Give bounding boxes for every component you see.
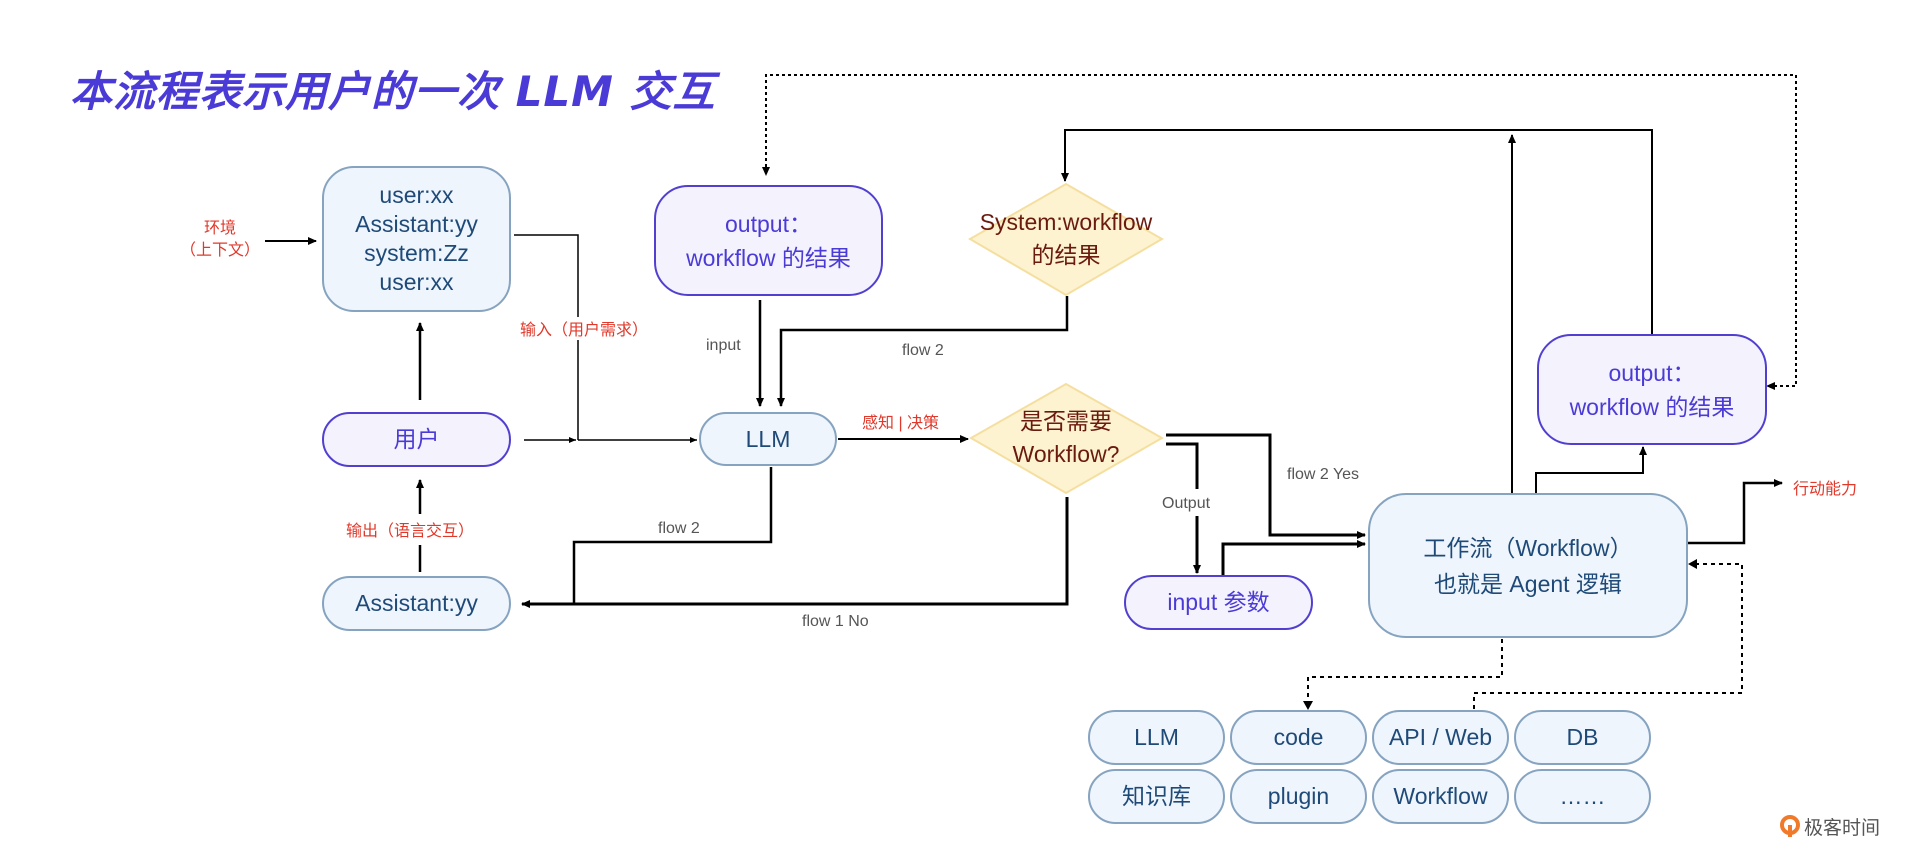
input-params-label: input 参数: [1167, 589, 1270, 615]
geektime-q-logo-icon: [1780, 814, 1800, 837]
decision-to-workflow-arrow: [1166, 433, 1366, 539]
user-node[interactable]: 用户: [322, 412, 511, 467]
tool-label: code: [1273, 724, 1324, 750]
output-right-line: output：: [1608, 359, 1696, 386]
geektime-logo: 极客时间: [1780, 813, 1880, 840]
decision-line: Workflow?: [1012, 441, 1120, 467]
output-left-line: workflow 的结果: [686, 244, 851, 271]
environment-label: 环境 （上下文）: [180, 218, 260, 262]
context-node[interactable]: user:xx Assistant:yy system:Zz user:xx: [322, 166, 511, 312]
dotted-output-left-arrowhead: [762, 167, 770, 176]
system-result-text: System:workflow 的结果: [966, 206, 1166, 272]
environment-label-line2: （上下文）: [180, 242, 261, 259]
tool-label: DB: [1566, 724, 1599, 750]
tool-label: 知识库: [1122, 783, 1191, 809]
output-right-node[interactable]: output： workflow 的结果: [1537, 334, 1767, 445]
tool-api-web[interactable]: API / Web: [1372, 710, 1509, 765]
tool-code[interactable]: code: [1230, 710, 1367, 765]
context-line: user:xx: [379, 269, 454, 295]
output-label: Output: [1162, 495, 1211, 512]
tool-llm[interactable]: LLM: [1088, 710, 1225, 765]
context-to-llm-line: [514, 234, 579, 317]
llm-label: LLM: [745, 425, 791, 452]
decision-line: 是否需要: [1020, 408, 1112, 434]
flow2-yes-label: flow 2 Yes: [1287, 466, 1360, 483]
output-left-line: output：: [725, 210, 812, 237]
tool-db[interactable]: DB: [1514, 710, 1651, 765]
flow2-bottom-label: flow 2: [658, 520, 700, 537]
action-capability-label: 行动能力: [1793, 481, 1858, 498]
tool-plugin[interactable]: plugin: [1230, 769, 1367, 824]
system-result-line: 的结果: [1031, 242, 1101, 268]
assistant-label: Assistant:yy: [355, 590, 478, 616]
dotted-tools-to-workflow: [1473, 563, 1743, 709]
dotted-output-right-arrowhead: [1766, 382, 1775, 390]
tool-label: LLM: [1134, 724, 1179, 750]
system-to-llm-arrow: [777, 296, 1069, 407]
page-title: 本流程表示用户的一次 LLM 交互: [70, 67, 716, 116]
system-result-line: System:workflow: [979, 209, 1153, 235]
output-right-line: workflow 的结果: [1569, 393, 1735, 420]
output-language-label: 输出（语言交互）: [346, 523, 475, 540]
workflow-node[interactable]: 工作流（Workflow） 也就是 Agent 逻辑: [1368, 493, 1688, 638]
tool-label: ……: [1559, 783, 1606, 809]
dotted-tools-arrowhead: [1303, 701, 1313, 710]
decision-to-assistant-arrow: [521, 497, 1069, 608]
tool-label: plugin: [1267, 783, 1330, 809]
workflow-line: 也就是 Agent 逻辑: [1434, 570, 1622, 597]
input-label: input: [706, 337, 741, 354]
dotted-workflow-arrowhead: [1688, 559, 1697, 569]
logo-text: 极客时间: [1804, 817, 1881, 839]
user-label: 用户: [393, 426, 440, 452]
context-line: system:Zz: [364, 240, 469, 266]
output-right-to-system-arrow: [1061, 129, 1653, 334]
llm-to-assistant-line: [572, 467, 773, 604]
input-to-workflow-arrow: [1221, 540, 1366, 575]
input-user-need-label: 输入（用户需求）: [520, 322, 649, 339]
dotted-output-loop: [765, 74, 1797, 387]
environment-label-line1: 环境: [203, 220, 236, 237]
workflow-line: 工作流（Workflow）: [1423, 534, 1633, 561]
tool-label: Workflow: [1393, 783, 1488, 809]
tool-label: API / Web: [1388, 724, 1493, 750]
perceive-decide-label: 感知 | 决策: [862, 415, 940, 432]
input-params-node[interactable]: input 参数: [1124, 575, 1313, 630]
assistant-node[interactable]: Assistant:yy: [322, 576, 511, 631]
flow2-top-label: flow 2: [902, 342, 944, 359]
decision-to-input-line: [1166, 442, 1199, 489]
system-result-diamond: [968, 182, 1164, 297]
decision-diamond: [968, 382, 1165, 495]
context-line: user:xx: [379, 182, 454, 208]
dotted-workflow-to-tools: [1307, 639, 1503, 704]
tool-workflow[interactable]: Workflow: [1372, 769, 1509, 824]
flow1-no-label: flow 1 No: [802, 613, 869, 630]
workflow-to-action-arrow: [1688, 479, 1783, 545]
output-left-node[interactable]: output： workflow 的结果: [654, 185, 883, 296]
context-line: Assistant:yy: [355, 211, 478, 237]
llm-node[interactable]: LLM: [699, 412, 837, 466]
tool-more[interactable]: ……: [1514, 769, 1651, 824]
decision-text: 是否需要 Workflow?: [966, 405, 1166, 471]
tool-knowledge-base[interactable]: 知识库: [1088, 769, 1225, 824]
workflow-to-output-right-arrow: [1535, 446, 1647, 493]
